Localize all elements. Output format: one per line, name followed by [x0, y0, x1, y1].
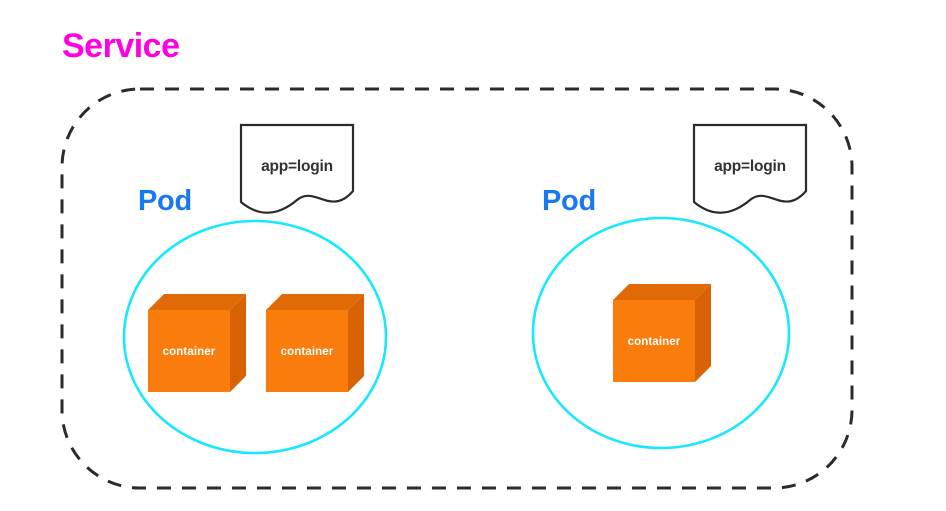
container-box: container	[266, 294, 364, 392]
container-top-face	[266, 294, 364, 310]
container-front-face	[148, 310, 230, 392]
container-label: container	[628, 336, 681, 348]
container-label: container	[163, 346, 216, 358]
pod-label: Pod	[138, 185, 192, 217]
container-front-face	[613, 300, 695, 382]
container-top-face	[613, 284, 711, 300]
container-side-face	[695, 284, 711, 382]
pod-group-1: Pod app=login container container	[122, 123, 388, 455]
container-label: container	[281, 346, 334, 358]
service-boundary	[60, 87, 854, 490]
container-front-face	[266, 310, 348, 392]
service-title: Service	[62, 27, 180, 65]
pod-label-tag-2: app=login	[692, 123, 808, 214]
container-side-face	[230, 294, 246, 392]
pod-label: Pod	[542, 185, 596, 217]
container-top-face	[148, 294, 246, 310]
container-side-face	[348, 294, 364, 392]
pod-group-2: Pod app=login container	[531, 123, 808, 450]
pod-boundary-ellipse	[531, 216, 791, 450]
label-selector-text: app=login	[714, 158, 786, 175]
container-box: container	[613, 284, 711, 382]
label-document-shape	[692, 123, 808, 214]
container-box: container	[148, 294, 246, 392]
pod-boundary-ellipse	[122, 219, 388, 455]
label-document-shape	[239, 123, 355, 214]
pod-label-tag-1: app=login	[239, 123, 355, 214]
label-selector-text: app=login	[261, 158, 333, 175]
